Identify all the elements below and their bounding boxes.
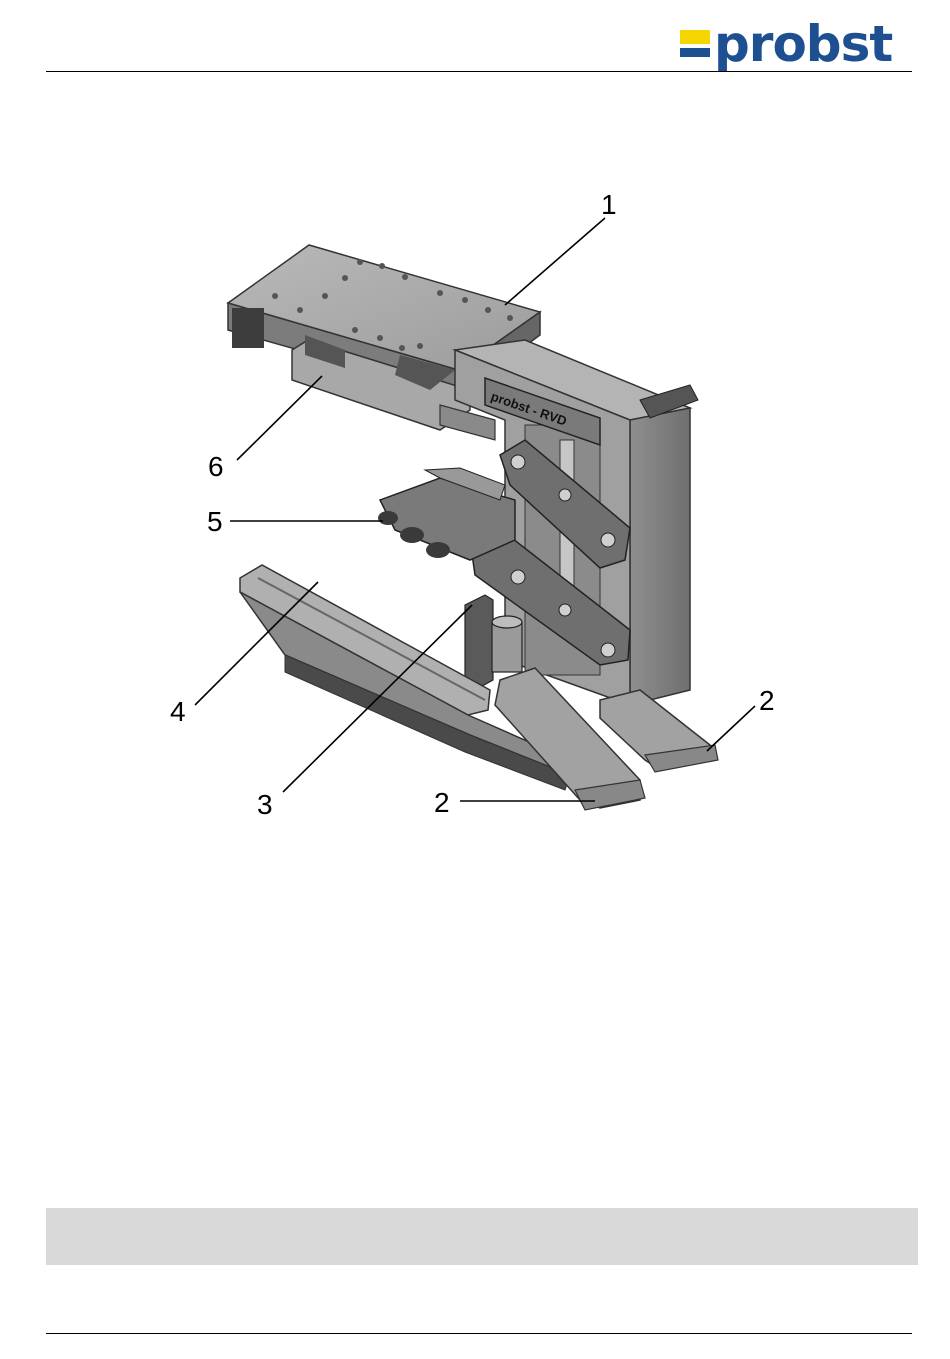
footer-rule — [46, 1333, 912, 1334]
callout-1: 1 — [601, 190, 617, 220]
callout-5: 5 — [207, 507, 223, 537]
callout-4: 4 — [170, 697, 186, 727]
callout-2-bottom: 2 — [434, 788, 450, 818]
callout-3: 3 — [257, 790, 273, 820]
note-box — [46, 1208, 918, 1265]
callout-6: 6 — [208, 452, 224, 482]
gripper-head — [378, 468, 515, 560]
callout-2-right: 2 — [759, 686, 775, 716]
